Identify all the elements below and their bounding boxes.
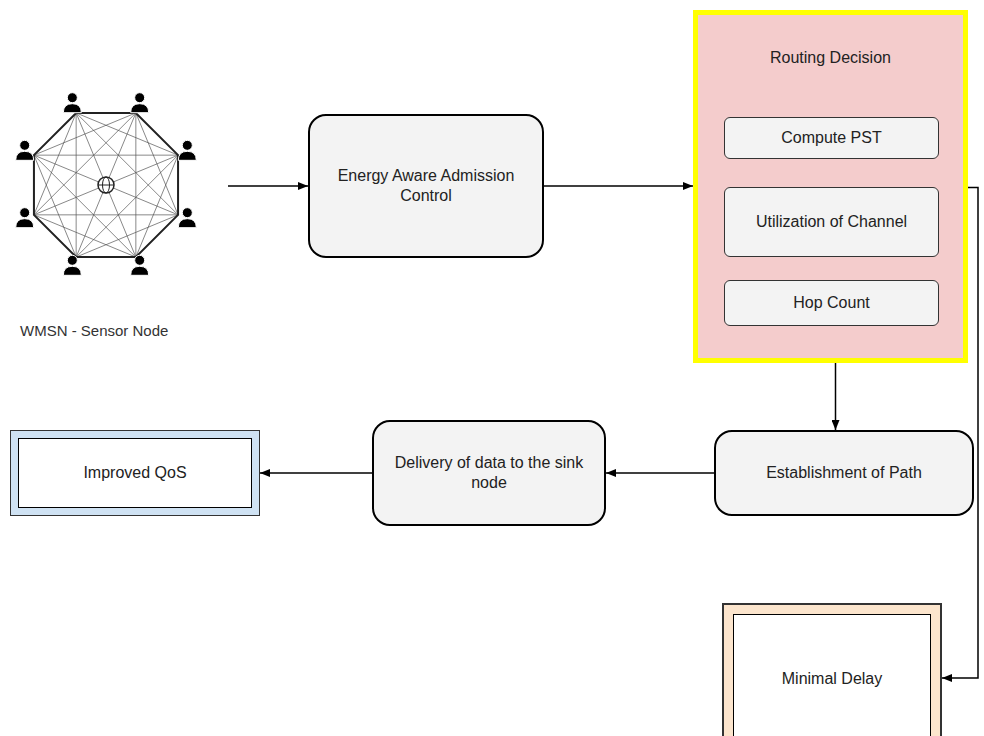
mesh-line — [76, 113, 136, 257]
process-box: Delivery of data to the sink node — [372, 420, 606, 526]
mesh-line — [136, 155, 178, 257]
flow-arrow — [544, 185, 693, 187]
flow-arrow — [606, 472, 714, 474]
person-icon — [178, 140, 196, 160]
person-icon — [131, 255, 149, 275]
person-icon — [16, 140, 34, 160]
flow-arrow — [835, 363, 837, 430]
process-box: Energy Aware Admission Control — [308, 114, 544, 258]
mesh-line — [76, 113, 178, 155]
mesh-line — [34, 214, 178, 215]
person-icon — [63, 93, 81, 113]
globe-icon — [98, 177, 114, 193]
node-label: WMSN - Sensor Node — [18, 321, 170, 342]
mesh-line — [135, 113, 136, 257]
mesh-line — [76, 113, 178, 215]
mesh-line — [76, 113, 77, 257]
group-title: Routing Decision — [698, 48, 963, 68]
mesh-line — [34, 155, 178, 215]
node-label: Delivery of data to the sink node — [388, 453, 590, 493]
mesh-line — [34, 113, 136, 155]
sensor-network — [16, 93, 197, 276]
mesh-line — [76, 113, 136, 257]
person-icon — [63, 255, 81, 275]
sensor-network: WMSN - Sensor Node — [18, 95, 228, 342]
result-box: Improved QoS — [10, 430, 260, 516]
person-icon — [178, 208, 196, 228]
process-box: Establishment of Path — [714, 430, 974, 516]
node-label: Improved QoS — [18, 438, 252, 508]
mesh-line — [34, 155, 136, 257]
mesh-line — [76, 155, 178, 257]
mesh-line — [34, 113, 76, 215]
mesh-line — [34, 113, 136, 215]
node-label: Utilization of Channel — [756, 212, 907, 232]
node-label: Hop Count — [793, 293, 870, 313]
mesh-line — [34, 155, 178, 215]
node-label: Establishment of Path — [766, 463, 922, 483]
person-icon — [16, 208, 34, 228]
node-label: Compute PST — [781, 128, 881, 148]
step-box: Utilization of Channel — [724, 187, 939, 257]
node-label: Minimal Delay — [733, 614, 931, 736]
result-box: Minimal Delay — [722, 603, 942, 736]
node-label: Energy Aware Admission Control — [324, 166, 528, 206]
person-icon — [131, 93, 149, 113]
routing-group: Routing DecisionCompute PST Utilization o… — [693, 10, 968, 363]
flow-arrow — [228, 185, 308, 187]
step-box: Compute PST — [724, 117, 939, 159]
mesh-line — [34, 155, 178, 156]
octagon-outline — [34, 113, 178, 257]
step-box: Hop Count — [724, 280, 939, 326]
flow-arrow — [260, 472, 372, 474]
